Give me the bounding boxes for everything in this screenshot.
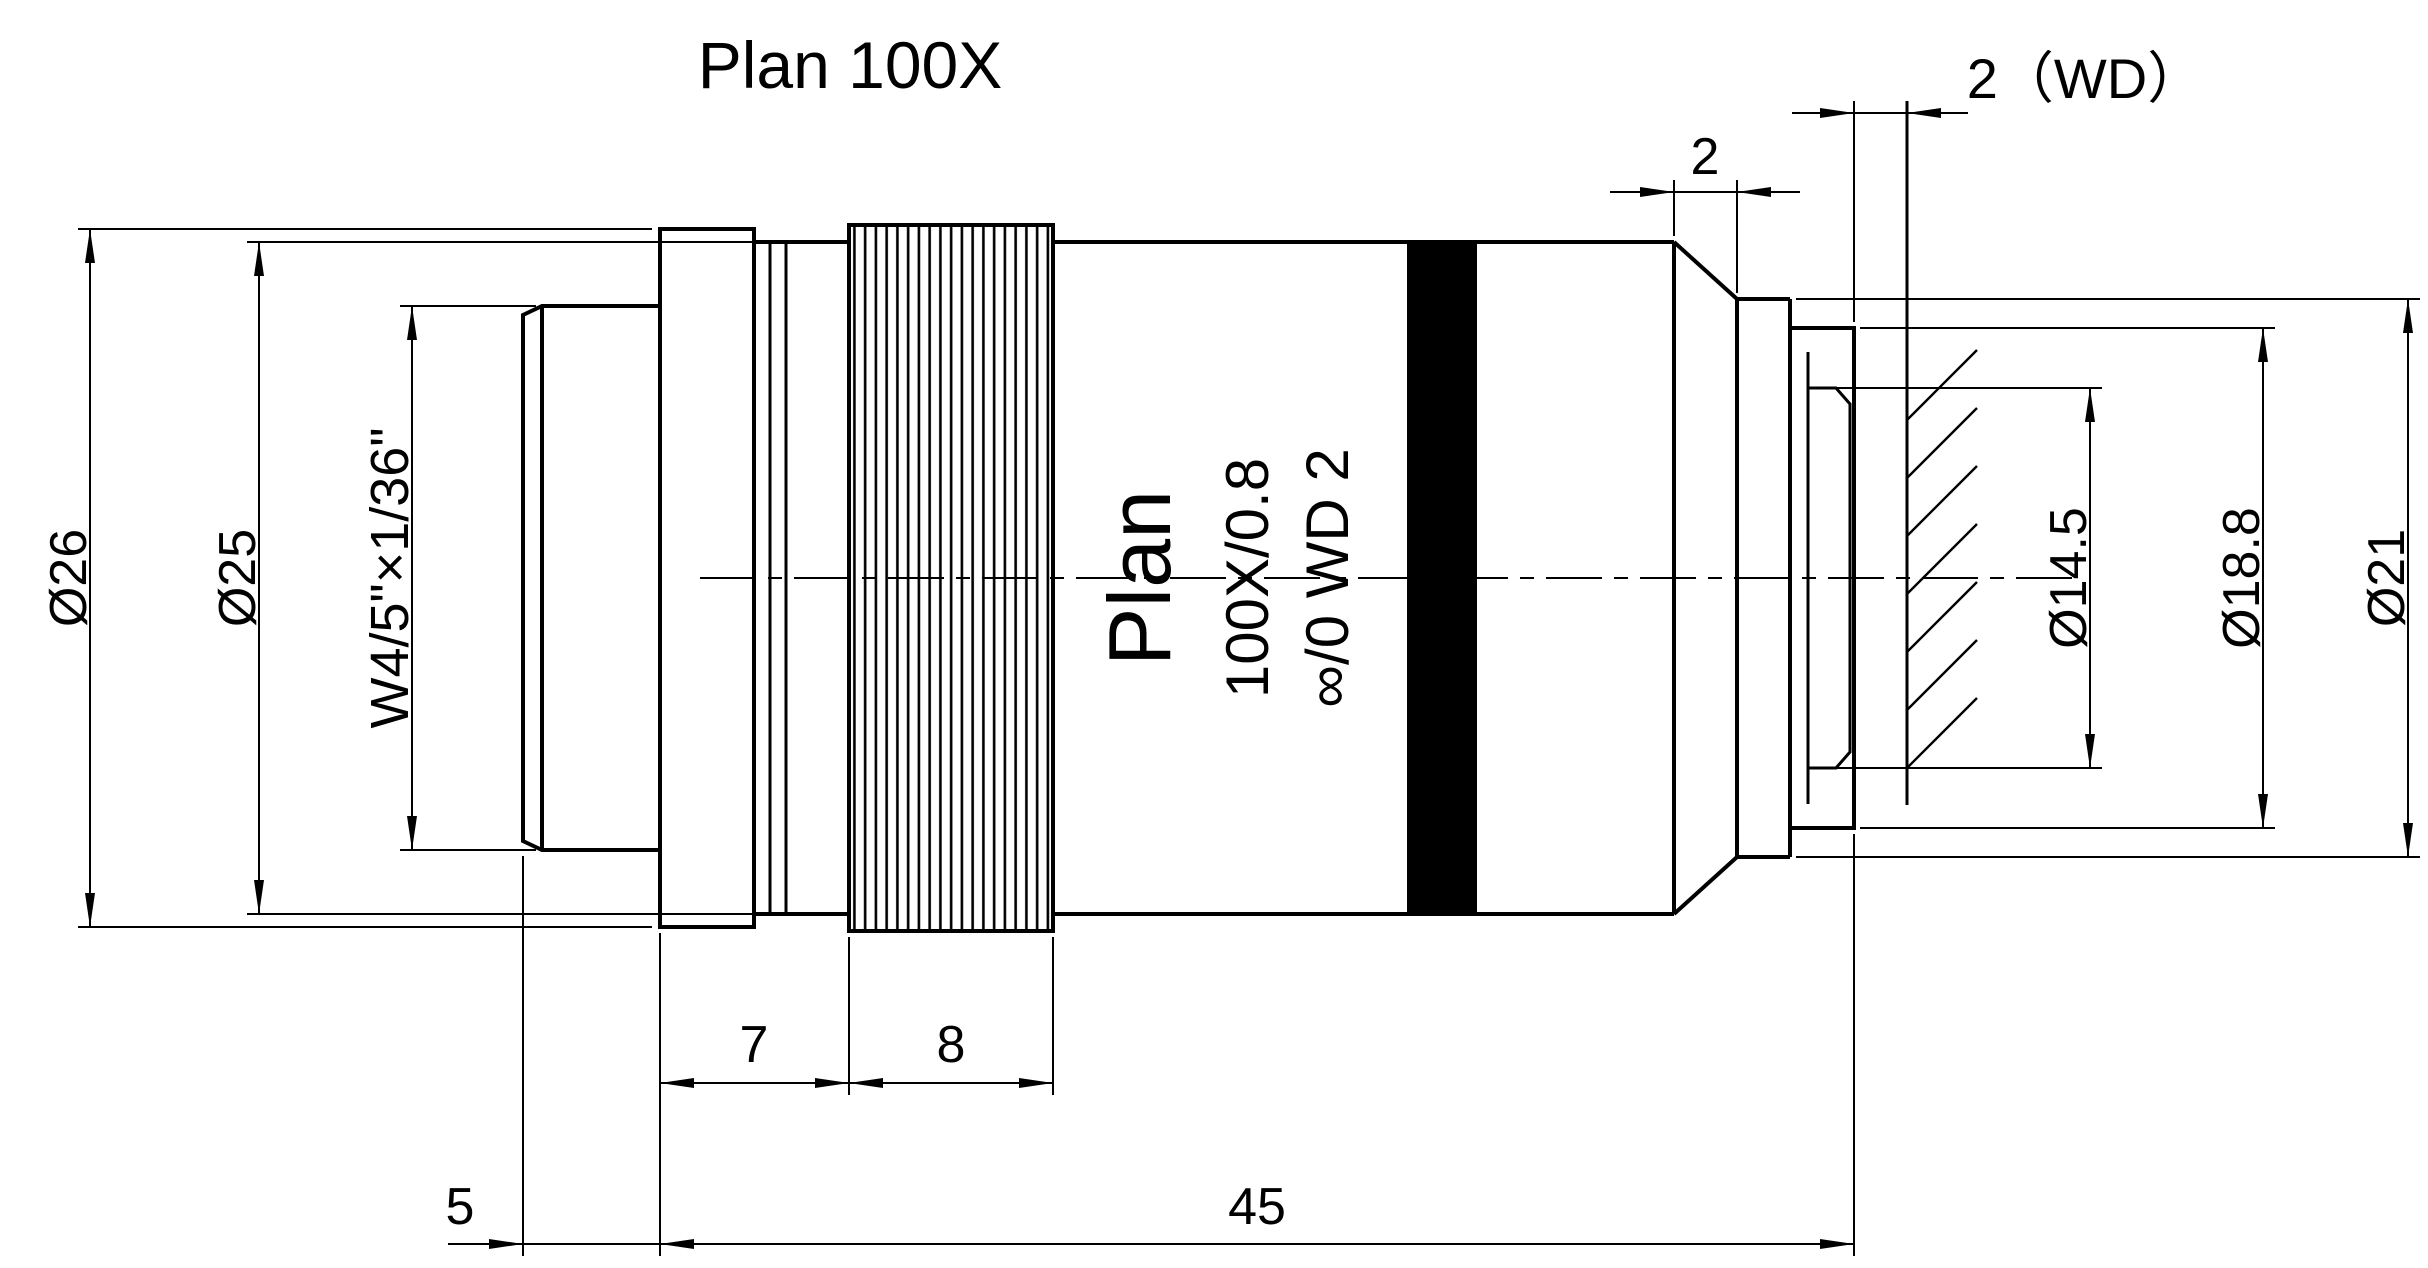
dim-front-lens-diameter (1816, 387, 2102, 769)
dim-nose-diameter-label: Ø21 (2358, 529, 2416, 627)
dim-nose-step-length (1610, 180, 1800, 293)
dim-front-lens-diameter-label: Ø14.5 (2040, 507, 2098, 649)
dim-nose-diameter (1796, 298, 2420, 858)
dim-body-diameter-label: Ø25 (209, 529, 267, 627)
nose-cone (1672, 240, 1792, 916)
dim-thread-length (448, 856, 660, 1256)
dim-thread (400, 305, 536, 851)
groove-ring (754, 240, 849, 916)
dim-flange-length-label: 7 (740, 1016, 769, 1074)
body-marking-line3: ∞/0 WD 2 (1294, 448, 1361, 707)
dim-overall-length (659, 834, 1855, 1256)
dim-thread-label: W4/5"×1/36" (360, 427, 420, 728)
objective-outline (521, 223, 1856, 933)
dim-front-cap-diameter (1860, 327, 2275, 829)
dim-thread-length-label: 5 (446, 1178, 475, 1236)
dim-outer-diameter-label: Ø26 (40, 529, 98, 627)
body-marking-line2: 100X/0.8 (1214, 458, 1281, 698)
dim-outer-diameter (78, 228, 652, 928)
specimen-plane (1905, 101, 1978, 805)
dim-front-cap-diameter-label: Ø18.8 (2213, 507, 2271, 649)
color-band (1407, 242, 1477, 914)
dim-working-distance (1792, 101, 1968, 322)
dim-working-distance-label: 2（WD） (1967, 47, 2203, 110)
dim-nose-step-length-label: 2 (1691, 128, 1720, 186)
dim-knurl-length (849, 937, 1054, 1095)
front-cap (1790, 326, 1856, 830)
knurl-ring (847, 223, 1055, 933)
thread-section (521, 304, 660, 852)
body-marking-line1: Plan (1090, 490, 1189, 666)
dim-knurl-length-label: 8 (937, 1016, 966, 1074)
flange (658, 227, 756, 929)
dim-body-diameter (247, 241, 760, 915)
drawing-title: Plan 100X (698, 28, 1003, 102)
dim-overall-length-label: 45 (1228, 1178, 1286, 1236)
hatching (1906, 349, 1978, 769)
dim-flange-length (660, 937, 850, 1095)
main-body (1053, 240, 1676, 916)
